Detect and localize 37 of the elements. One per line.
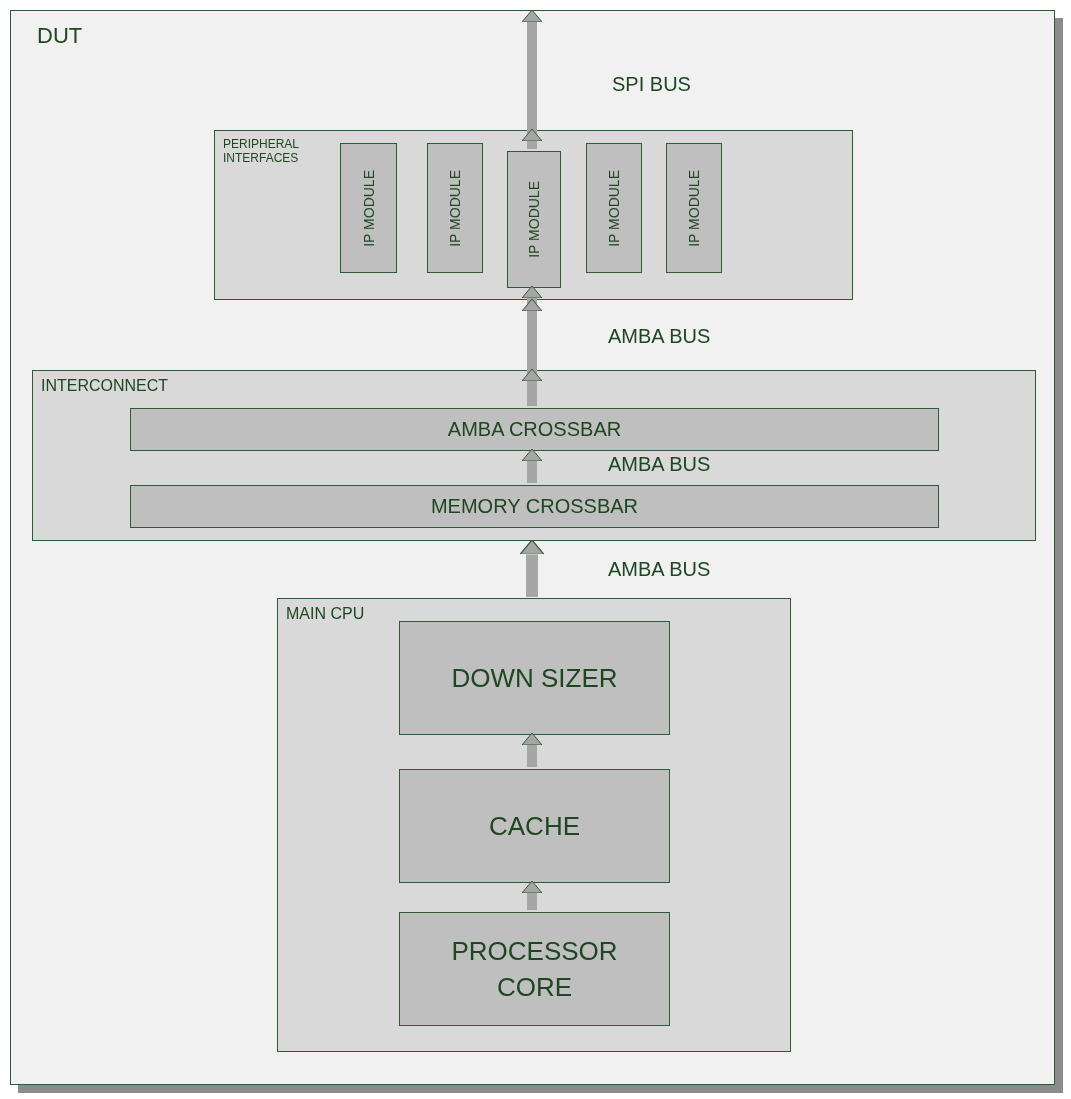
module-box	[666, 143, 722, 273]
module-box	[340, 143, 397, 273]
block-label: PROCESSOR CORE	[450, 935, 619, 1004]
group-box	[32, 370, 1036, 541]
edge-label: AMBA BUS	[608, 558, 711, 581]
group-title: MAIN CPU	[286, 605, 365, 623]
group-box	[214, 130, 853, 300]
bus-arrow	[522, 11, 542, 149]
bus-arrow	[521, 732, 543, 767]
crossbar-box	[130, 408, 939, 451]
block-label: MEMORY CROSSBAR	[430, 495, 639, 518]
block-box	[399, 621, 670, 735]
edge-label: AMBA BUS	[608, 325, 711, 348]
module-label: IP MODULE	[606, 169, 622, 247]
group-title: INTERCONNECT	[41, 377, 169, 395]
crossbar-box	[130, 485, 939, 528]
block-label: CACHE	[488, 810, 581, 843]
block-label: DOWN SIZER	[450, 662, 619, 695]
group-title: PERIPHERAL INTERFACES	[223, 137, 300, 165]
bus-arrow	[522, 286, 542, 406]
block-box	[399, 912, 670, 1026]
system-title: DUT	[37, 23, 83, 49]
bus-arrow	[519, 539, 545, 597]
module-box	[586, 143, 642, 273]
group-box	[277, 598, 791, 1052]
block-box	[399, 769, 670, 883]
bus-arrow	[521, 880, 543, 910]
edge-label: SPI BUS	[612, 73, 691, 96]
edge-label: AMBA BUS	[608, 453, 711, 476]
module-label: IP MODULE	[360, 169, 377, 247]
module-box	[507, 151, 561, 288]
module-label: IP MODULE	[686, 169, 702, 247]
module-label: IP MODULE	[526, 181, 542, 258]
module-label: IP MODULE	[447, 169, 463, 247]
bus-arrow	[521, 448, 543, 483]
block-label: AMBA CROSSBAR	[447, 418, 622, 441]
module-box	[427, 143, 483, 273]
